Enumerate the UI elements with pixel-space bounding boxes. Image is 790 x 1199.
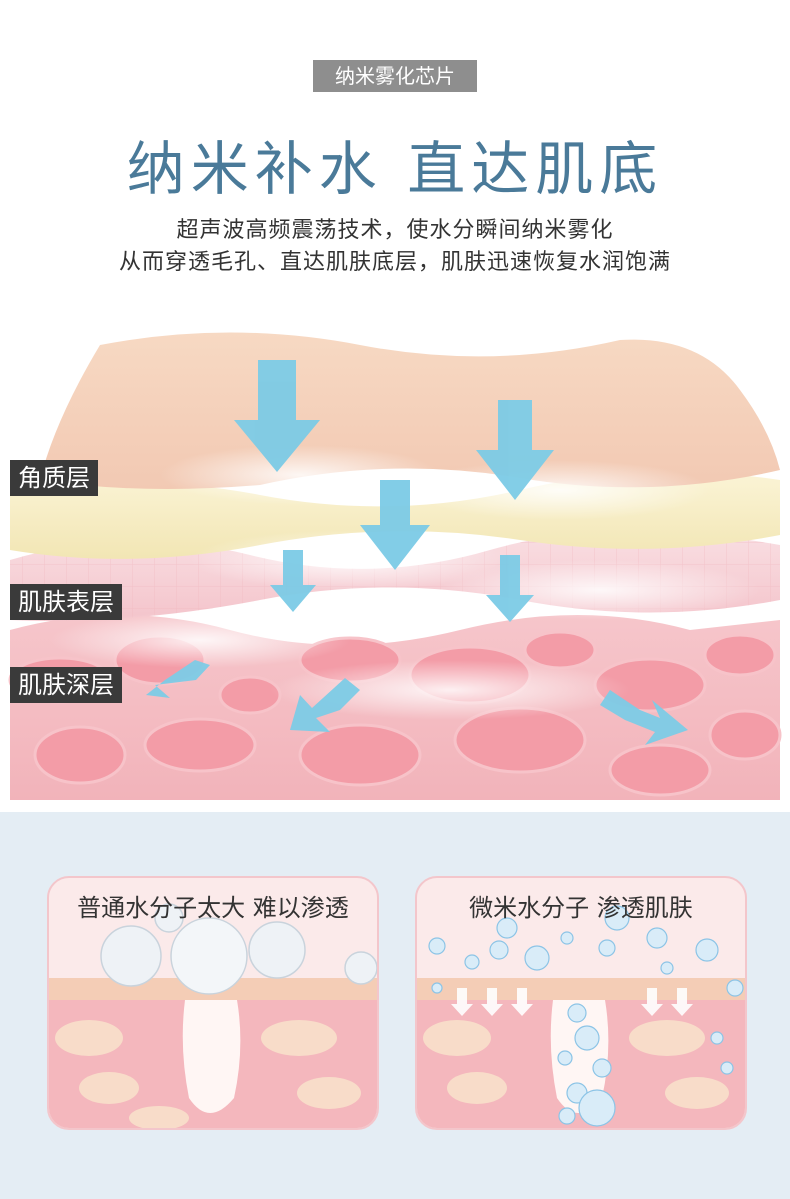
stratum-label: 角质层 <box>10 460 98 496</box>
water-arrows <box>146 360 688 745</box>
epidermis-label: 肌肤表层 <box>10 584 122 620</box>
large-water-molecules <box>100 903 377 995</box>
normal-molecule-illustration <box>49 903 377 1128</box>
arrow-icon <box>486 555 534 622</box>
subtitle-line-1: 超声波高频震荡技术，使水分瞬间纳米雾化 <box>176 218 614 243</box>
subtitle-line-2: 从而穿透毛孔、直达肌肤底层，肌肤迅速恢复水润饱满 <box>118 250 671 275</box>
arrow-icon <box>270 550 316 612</box>
hero-section: 纳米雾化芯片 纳米补水 直达肌底 超声波高频震荡技术，使水分瞬间纳米雾化 从而穿… <box>8 60 782 800</box>
micro-water-molecules <box>428 905 744 1127</box>
page-title: 纳米补水 直达肌底 <box>126 135 664 203</box>
micro-molecule-card: 微米水分子 渗透肌肤 <box>415 876 747 1130</box>
normal-molecule-card: 普通水分子太大 难以渗透 <box>47 876 379 1130</box>
arrow-icon <box>360 480 430 570</box>
skin-layers-illustration <box>8 332 782 800</box>
dermis-label: 肌肤深层 <box>10 667 122 703</box>
arrow-icon <box>234 360 320 472</box>
small-arrows <box>451 988 693 1016</box>
arrow-icon <box>290 678 360 732</box>
micro-card-title: 微米水分子 渗透肌肤 <box>469 894 693 922</box>
arrow-icon <box>476 400 554 500</box>
arrow-icon <box>146 660 210 698</box>
micro-molecule-illustration <box>417 905 745 1128</box>
normal-card-title: 普通水分子太大 难以渗透 <box>77 894 349 922</box>
comparison-section: 普通水分子太大 难以渗透 <box>0 812 790 1199</box>
arrow-icon <box>600 690 688 745</box>
chip-tag: 纳米雾化芯片 <box>313 60 477 92</box>
